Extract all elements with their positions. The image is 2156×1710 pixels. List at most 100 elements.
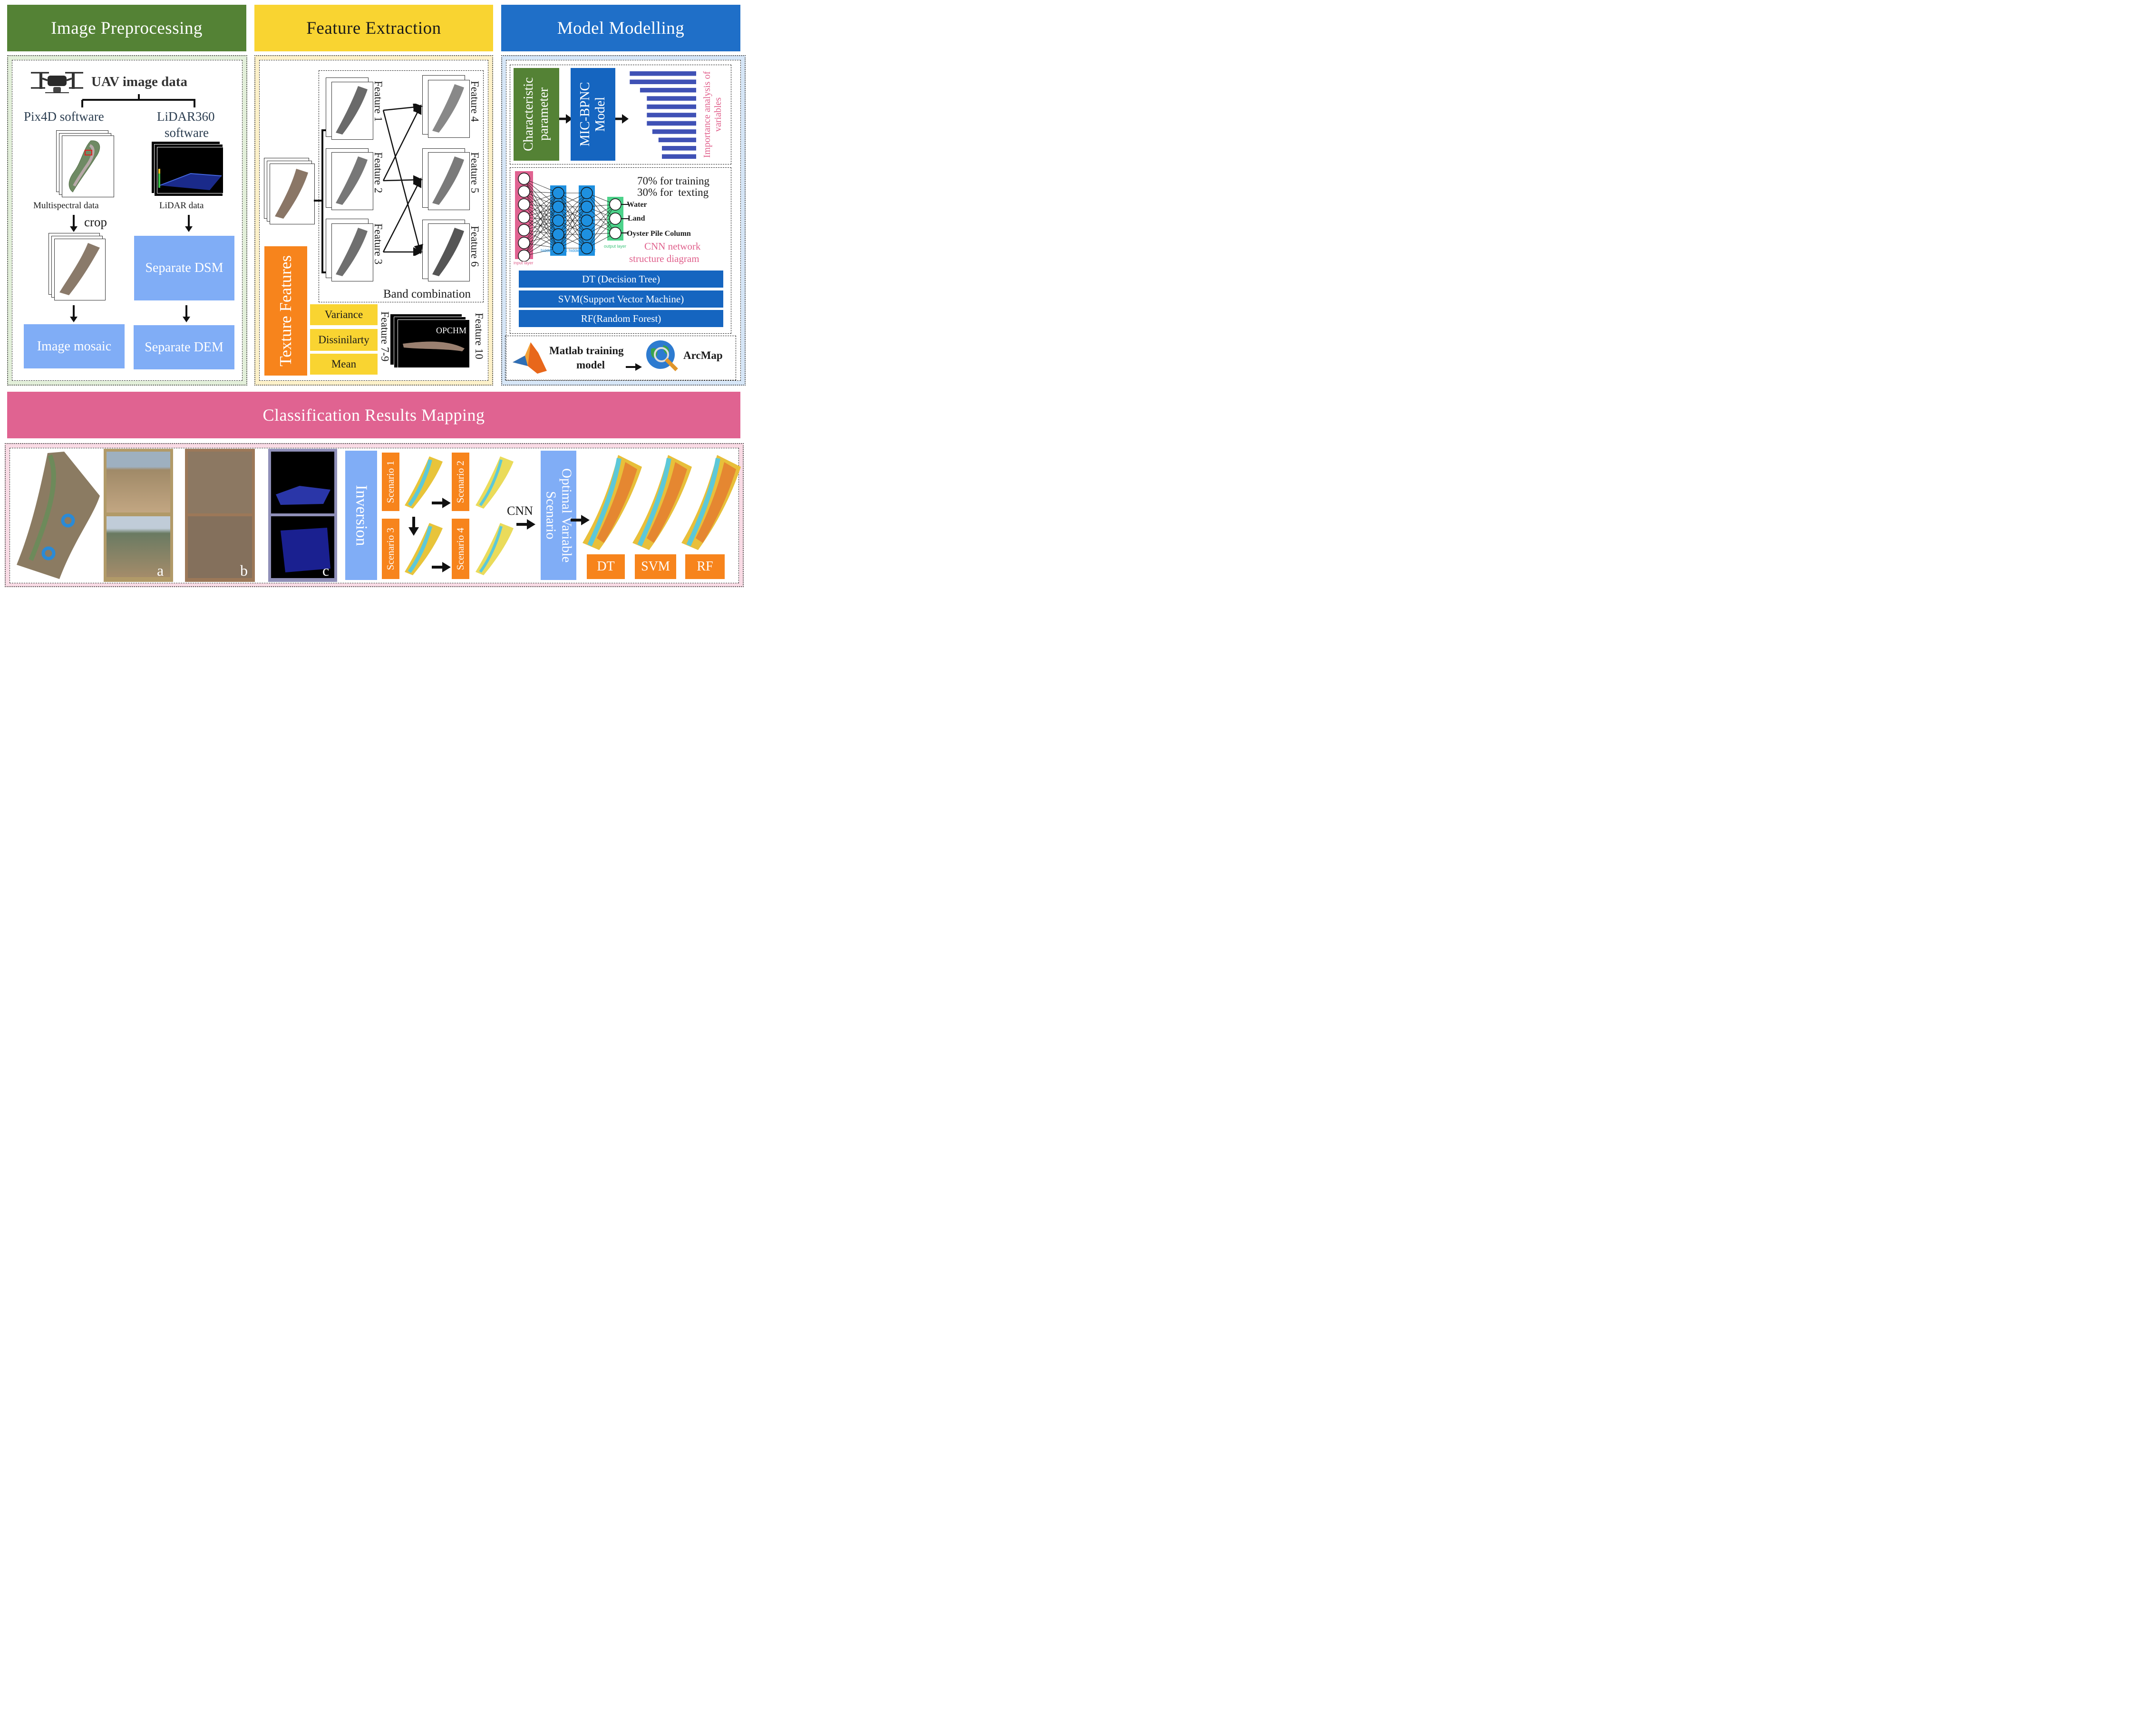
feature-10-label: Feature 10 <box>473 313 485 359</box>
source-image <box>270 164 315 224</box>
importance-bar <box>647 121 696 126</box>
uav-branch-connector <box>81 94 195 107</box>
feature-2-label: Feature 2 <box>372 152 384 193</box>
result-svm-box: SVM <box>635 554 676 579</box>
photo-c-top <box>271 452 334 513</box>
feature-1-image <box>331 82 373 140</box>
network-node <box>581 214 593 227</box>
feature-3-label: Feature 3 <box>372 223 384 265</box>
model-top-box <box>510 65 731 164</box>
arrow-right-icon <box>432 562 451 572</box>
training-label: 70% for training <box>637 175 710 187</box>
band-combination-box <box>319 70 484 302</box>
feature-6-image <box>428 223 470 281</box>
connection-line <box>524 204 559 235</box>
lidar360-label-1: LiDAR360 <box>157 109 215 124</box>
mean-label: Mean <box>331 358 357 370</box>
connection-line <box>524 193 559 231</box>
arcmap-label: ArcMap <box>683 349 723 361</box>
output-water: Water <box>627 201 647 209</box>
network-node <box>518 211 530 223</box>
opchm-image: OPCHM <box>398 319 470 368</box>
svm-label: SVM(Support Vector Machine) <box>558 293 684 305</box>
photo-c-label: c <box>322 562 330 579</box>
connection-line <box>586 218 616 249</box>
feature-2-image <box>331 152 373 210</box>
arrow-right-icon <box>432 498 451 508</box>
matlab-icon <box>513 342 547 374</box>
separate-dsm-label: Separate DSM <box>145 261 223 275</box>
network-node <box>609 213 622 225</box>
matlab-label-1: Matlab training <box>549 345 624 357</box>
banner-image-preprocessing: Image Preprocessing <box>7 5 246 51</box>
connection-line <box>524 234 559 256</box>
result-map-rf <box>681 455 741 550</box>
scenario-1-label: Scenario 1 <box>385 460 396 503</box>
network-node <box>518 185 530 198</box>
banner-feature-extraction: Feature Extraction <box>254 5 493 51</box>
testing-label: 30% for texting <box>637 186 709 198</box>
connection-line <box>524 220 559 256</box>
arrow-right-icon <box>571 515 590 525</box>
photo-b-label: b <box>240 562 248 579</box>
rf-box: RF(Random Forest) <box>519 310 723 327</box>
connection-line <box>524 178 559 221</box>
connection-line <box>586 204 616 249</box>
network-node <box>552 187 564 199</box>
cropped-image <box>54 239 106 300</box>
arrow-right-icon <box>516 519 535 530</box>
feature-1-label: Feature 1 <box>372 81 384 122</box>
photo-c-frame: c <box>268 449 337 582</box>
scenario-2-label: Scenario 2 <box>455 460 466 503</box>
separate-dem-label: Separate DEM <box>145 339 223 355</box>
network-node <box>581 201 593 213</box>
importance-bar <box>647 113 696 117</box>
separate-dem-box: Separate DEM <box>134 325 234 369</box>
mic-bpnc-box: MIC-BPNC Model <box>571 68 615 161</box>
banner-model-modelling: Model Modelling <box>501 5 740 51</box>
scenario-1-map <box>405 456 443 509</box>
result-rf-label: RF <box>697 559 713 574</box>
network-node <box>609 198 622 211</box>
connection-line <box>524 178 559 207</box>
variance-label: Variance <box>324 309 363 320</box>
banner-classification-label: Classification Results Mapping <box>262 406 485 425</box>
image-mosaic-label: Image mosaic <box>37 338 112 354</box>
feature-5-image <box>428 152 470 210</box>
lidar-data-label: LiDAR data <box>159 201 204 211</box>
scenario-4-map <box>476 523 514 575</box>
connection-line <box>524 191 559 207</box>
banner-feature-extraction-label: Feature Extraction <box>306 18 441 38</box>
arrow-down-icon <box>408 517 419 536</box>
texture-features-label: Texture Features <box>276 255 295 367</box>
banner-classification-mapping: Classification Results Mapping <box>7 392 740 438</box>
result-svm-label: SVM <box>641 559 670 574</box>
arrow-down-icon <box>70 215 78 232</box>
pix4d-label: Pix4D software <box>24 109 104 124</box>
connection-line <box>558 193 587 235</box>
separate-dsm-box: Separate DSM <box>134 236 234 300</box>
cnn-label: CNN <box>507 504 533 518</box>
connection-line <box>586 204 616 235</box>
arrow-down-icon <box>183 305 190 322</box>
connection-line <box>558 220 587 249</box>
inversion-box: Inversion <box>345 451 377 580</box>
dissimilarity-box: Dissinilarty <box>310 329 378 351</box>
output-land: Land <box>628 214 645 222</box>
connection-line <box>524 217 559 235</box>
connection-line <box>524 204 559 221</box>
connection-line <box>524 191 559 249</box>
importance-bar <box>647 104 696 109</box>
arrow-right-icon <box>626 363 642 371</box>
network-node <box>518 237 530 249</box>
photo-a-bottom <box>107 516 170 577</box>
network-node <box>518 250 530 261</box>
scenario-3-label: Scenario 3 <box>385 527 396 570</box>
network-node <box>581 228 593 241</box>
image-mosaic-box: Image mosaic <box>24 324 125 368</box>
banner-image-preprocessing-label: Image Preprocessing <box>51 18 203 38</box>
optimal-scenario-label: Optimal Variable Scenario <box>543 468 574 563</box>
importance-bar-chart <box>630 71 696 159</box>
importance-bar <box>647 96 696 101</box>
output-oyster: Oyster Pile Column <box>627 230 691 238</box>
